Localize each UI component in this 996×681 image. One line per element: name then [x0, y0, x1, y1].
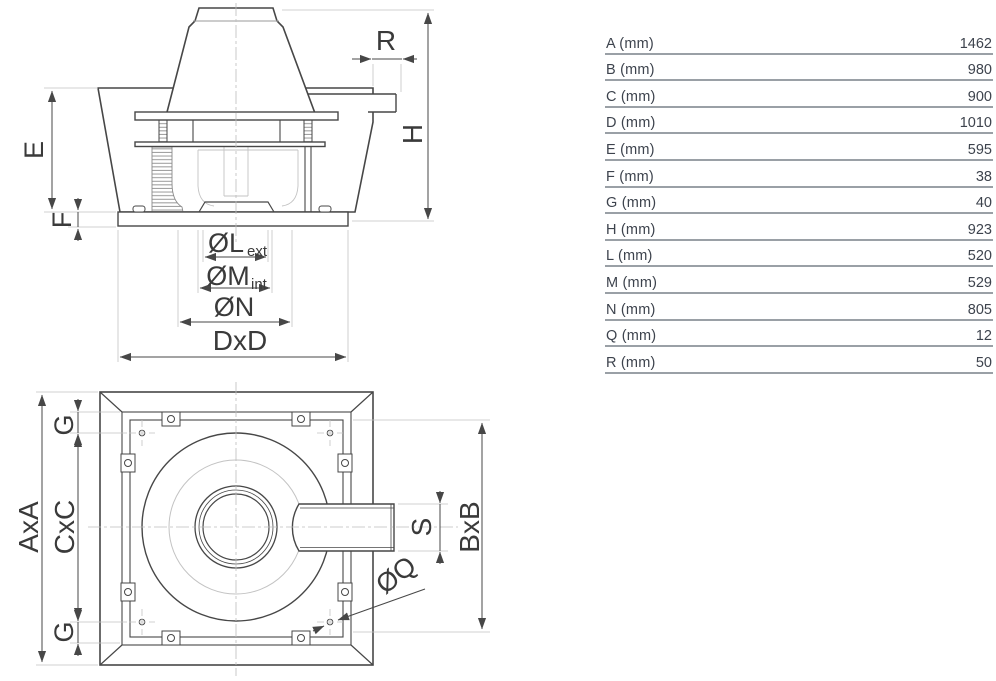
- dim-label-r: R: [376, 25, 396, 56]
- clip-left: [132, 205, 146, 213]
- dim-value: 923: [967, 221, 992, 238]
- table-row: H (mm) 923: [605, 214, 993, 241]
- spigot-plan: [291, 503, 395, 552]
- fixing-holes: [129, 420, 343, 635]
- dim-label: F (mm): [606, 168, 654, 185]
- side-view-drawing: E F R H ØL ext ØM int ØN DxD: [19, 3, 434, 362]
- dim-label: C (mm): [606, 88, 656, 105]
- inlet-cone-hatched: [151, 146, 184, 213]
- table-row: L (mm) 520: [605, 241, 993, 268]
- dim-label-l-ext-sub: ext: [247, 243, 268, 260]
- plan-dimension-lines: [37, 394, 487, 663]
- dim-value: 805: [967, 301, 992, 318]
- fan-dimension-drawing: E F R H ØL ext ØM int ØN DxD: [13, 3, 490, 676]
- dim-label-s: S: [406, 518, 437, 537]
- table-row: D (mm) 1010: [605, 108, 993, 135]
- dim-value: 12: [975, 328, 992, 345]
- dim-value: 40: [975, 195, 992, 212]
- dim-label-bxb: BxB: [454, 501, 485, 552]
- dim-value: 595: [967, 141, 992, 158]
- base-bump: [198, 201, 275, 213]
- damper-left: [158, 119, 168, 144]
- damper-right: [303, 119, 313, 144]
- dim-label: M (mm): [606, 274, 658, 291]
- table-row: G (mm) 40: [605, 188, 993, 215]
- clip-right: [318, 205, 332, 213]
- dim-value: 900: [967, 88, 992, 105]
- dim-value: 50: [975, 354, 992, 371]
- top-plate: [134, 111, 339, 121]
- dim-label: A (mm): [606, 35, 654, 52]
- dim-label-l-ext: ØL: [208, 228, 244, 258]
- dim-label: D (mm): [606, 115, 656, 132]
- dim-label-axa: AxA: [13, 501, 44, 553]
- spigot-side: [294, 93, 397, 113]
- dim-value: 520: [967, 248, 992, 265]
- dim-label-m-int-sub: int: [251, 276, 268, 293]
- dim-label-f: F: [47, 212, 77, 229]
- dim-label-g-bottom: G: [49, 621, 79, 642]
- table-row: B (mm) 980: [605, 55, 993, 82]
- dim-label-h: H: [397, 124, 428, 144]
- dim-label: Q (mm): [606, 328, 657, 345]
- dim-label-q: ØQ: [370, 550, 422, 600]
- dim-label: B (mm): [606, 62, 655, 79]
- table-row: E (mm) 595: [605, 134, 993, 161]
- dim-label-g-top: G: [49, 414, 79, 435]
- dim-label: L (mm): [606, 248, 653, 265]
- dim-value: 1010: [959, 115, 992, 132]
- plan-view-drawing: AxA CxC G G BxB S ØQ: [13, 382, 490, 676]
- mounting-tabs: [120, 411, 353, 646]
- table-row: C (mm) 900: [605, 81, 993, 108]
- base-plate: [117, 211, 349, 227]
- dim-value: 1462: [959, 35, 992, 52]
- table-row: N (mm) 805: [605, 294, 993, 321]
- side-extension-lines: [44, 9, 434, 362]
- dim-label: N (mm): [606, 301, 656, 318]
- dim-label: H (mm): [606, 221, 656, 238]
- dim-value: 529: [967, 274, 992, 291]
- dim-label-n: ØN: [214, 292, 255, 322]
- dim-label-m-int: ØM: [206, 261, 250, 291]
- plan-extension-lines: [36, 391, 490, 666]
- table-row: A (mm) 1462: [605, 28, 993, 55]
- dim-label: G (mm): [606, 195, 657, 212]
- dim-value: 38: [975, 168, 992, 185]
- dim-label-e: E: [19, 141, 49, 159]
- dim-label: R (mm): [606, 354, 656, 371]
- table-row: M (mm) 529: [605, 267, 993, 294]
- dim-label: E (mm): [606, 141, 655, 158]
- table-row: R (mm) 50: [605, 347, 993, 374]
- side-dimension-lines: [47, 12, 433, 362]
- dimension-table: A (mm) 1462 B (mm) 980 C (mm) 900 D (mm)…: [605, 28, 993, 374]
- mid-plate: [134, 141, 326, 148]
- dim-label-dxd: DxD: [213, 325, 267, 356]
- table-row: F (mm) 38: [605, 161, 993, 188]
- dim-value: 980: [967, 62, 992, 79]
- motor-cowl: [164, 7, 318, 117]
- dim-label-cxc: CxC: [49, 500, 80, 554]
- table-row: Q (mm) 12: [605, 321, 993, 348]
